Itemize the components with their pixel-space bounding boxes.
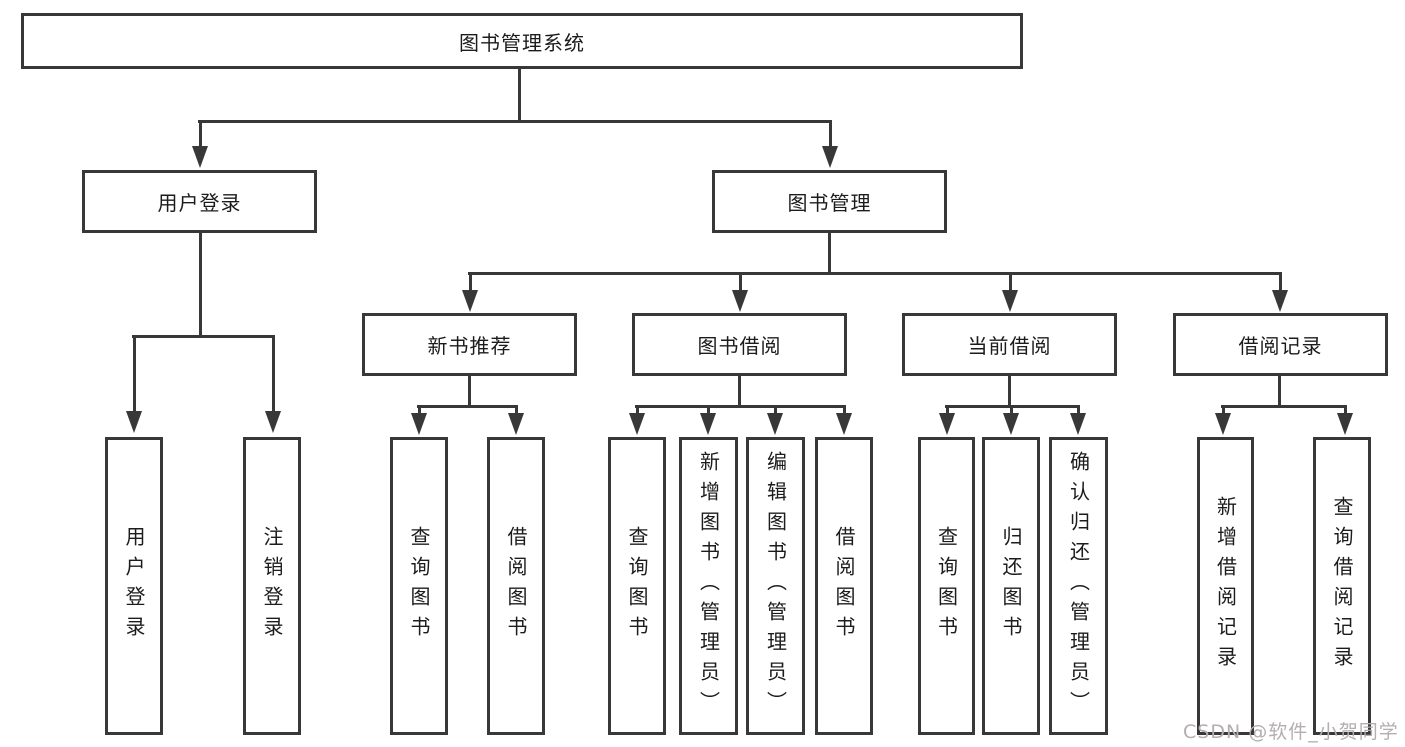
connector-line (198, 120, 832, 123)
node-label: 新增借阅记录 (1213, 496, 1238, 676)
connector-line (636, 405, 639, 415)
arrowhead-down-icon (411, 413, 427, 435)
connector-line (1221, 405, 1347, 408)
leaf-return-books: 归还图书 (982, 437, 1040, 735)
connector-line (272, 335, 275, 413)
node-label: 归还图书 (999, 526, 1023, 646)
arrowhead-down-icon (192, 146, 208, 168)
node-label: 查询图书 (625, 526, 649, 646)
connector-line (828, 233, 831, 274)
connector-line (829, 120, 832, 148)
node-label: 借阅图书 (832, 526, 856, 646)
node-label: 新增图书（管理员） (696, 451, 721, 721)
connector-line (417, 405, 518, 408)
arrowhead-down-icon (508, 413, 524, 435)
connector-line (1344, 405, 1347, 415)
connector-line (468, 272, 1282, 275)
node-label: 编辑图书（管理员） (763, 451, 788, 721)
connector-line (946, 405, 949, 415)
node-label: 新书推荐 (427, 334, 512, 358)
leaf-query-books-current: 查询图书 (918, 437, 975, 735)
node-user-login: 用户登录 (82, 170, 317, 233)
connector-line (132, 335, 275, 338)
node-label: 查询借阅记录 (1330, 496, 1354, 676)
connector-line (843, 405, 846, 415)
leaf-edit-books-admin: 编辑图书（管理员） (746, 437, 805, 735)
connector-line (418, 405, 421, 415)
connector-line (515, 405, 518, 415)
node-book-management: 图书管理 (712, 170, 947, 233)
leaf-borrow-books-recommend: 借阅图书 (487, 437, 545, 735)
connector-line (1010, 405, 1013, 415)
node-label: 查询图书 (934, 526, 959, 646)
node-label: 图书借阅 (697, 334, 782, 358)
arrowhead-down-icon (1215, 413, 1231, 435)
connector-line (635, 405, 846, 408)
arrowhead-down-icon (1272, 290, 1288, 312)
connector-line (133, 335, 136, 413)
node-label: 借阅记录 (1238, 334, 1323, 358)
node-book-borrowing: 图书借阅 (632, 313, 847, 376)
node-label: 确认归还（管理员） (1066, 451, 1091, 721)
connector-line (774, 405, 777, 415)
connector-line (1278, 376, 1281, 407)
leaf-query-books-recommend: 查询图书 (390, 437, 448, 735)
leaf-confirm-return-admin: 确认归还（管理员） (1049, 437, 1108, 735)
leaf-add-books-admin: 新增图书（管理员） (679, 437, 738, 735)
connector-line (1222, 405, 1225, 415)
arrowhead-down-icon (265, 411, 281, 433)
arrowhead-down-icon (1070, 413, 1086, 435)
leaf-user-login: 用户登录 (105, 437, 163, 735)
connector-line (1077, 405, 1080, 415)
node-label: 用户登录 (122, 526, 146, 646)
leaf-add-borrow-record: 新增借阅记录 (1197, 437, 1254, 735)
leaf-borrow-books: 借阅图书 (815, 437, 873, 735)
arrowhead-down-icon (1003, 413, 1019, 435)
node-current-borrowing: 当前借阅 (902, 313, 1117, 376)
node-label: 查询图书 (407, 526, 431, 646)
node-borrowing-records: 借阅记录 (1173, 313, 1388, 376)
arrowhead-down-icon (822, 146, 838, 168)
connector-line (1008, 376, 1011, 407)
node-label: 图书管理 (787, 191, 872, 215)
node-label: 图书管理系统 (459, 30, 585, 55)
connector-line (707, 405, 710, 415)
connector-line (199, 120, 202, 148)
node-label: 用户登录 (157, 191, 242, 215)
node-label: 注销登录 (260, 526, 284, 646)
node-library-management-system: 图书管理系统 (21, 13, 1023, 69)
connector-line (739, 272, 742, 292)
connector-line (1279, 272, 1282, 292)
connector-line (1009, 272, 1012, 292)
connector-line (738, 376, 741, 407)
connector-line (468, 376, 471, 407)
arrowhead-down-icon (1002, 290, 1018, 312)
arrowhead-down-icon (767, 413, 783, 435)
leaf-query-books-borrowing: 查询图书 (608, 437, 666, 735)
arrowhead-down-icon (700, 413, 716, 435)
leaf-query-borrow-record: 查询借阅记录 (1313, 437, 1371, 735)
leaf-logout: 注销登录 (243, 437, 301, 735)
arrowhead-down-icon (836, 413, 852, 435)
arrowhead-down-icon (629, 413, 645, 435)
connector-line (469, 272, 472, 292)
arrowhead-down-icon (939, 413, 955, 435)
node-new-book-recommendation: 新书推荐 (362, 313, 577, 376)
connector-line (199, 233, 202, 336)
node-label: 当前借阅 (967, 334, 1052, 358)
arrowhead-down-icon (732, 290, 748, 312)
arrowhead-down-icon (462, 290, 478, 312)
connector-line (518, 69, 521, 121)
csdn-watermark: CSDN @软件_小贺同学 (1183, 721, 1399, 743)
arrowhead-down-icon (1337, 413, 1353, 435)
arrowhead-down-icon (126, 411, 142, 433)
node-label: 借阅图书 (504, 526, 528, 646)
